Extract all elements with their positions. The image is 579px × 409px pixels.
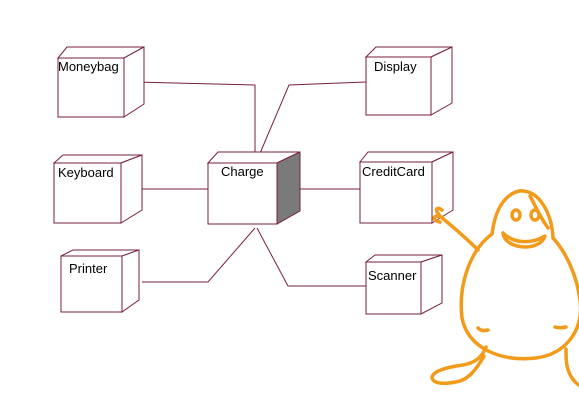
- node-creditcard[interactable]: CreditCard: [358, 151, 454, 224]
- node-label-creditcard: CreditCard: [362, 164, 425, 179]
- connector-scanner-charge: [256, 227, 366, 287]
- node-label-moneybag: Moneybag: [58, 59, 119, 74]
- node-printer[interactable]: Printer: [60, 249, 140, 313]
- node-moneybag[interactable]: Moneybag: [56, 46, 145, 118]
- connector-moneybag-charge: [133, 81, 256, 158]
- connector-printer-charge: [142, 227, 256, 283]
- node-charge[interactable]: Charge: [206, 151, 301, 225]
- orange-pear-mascot-icon: [430, 189, 579, 387]
- node-keyboard[interactable]: Keyboard: [52, 154, 143, 224]
- node-display[interactable]: Display: [364, 46, 453, 116]
- node-label-charge: Charge: [221, 164, 264, 179]
- node-label-display: Display: [374, 59, 417, 74]
- node-label-keyboard: Keyboard: [58, 165, 114, 180]
- connector-display-charge: [257, 81, 367, 159]
- node-scanner[interactable]: Scanner: [364, 254, 443, 315]
- connectors: [132, 81, 367, 287]
- node-label-scanner: Scanner: [368, 268, 417, 283]
- node-label-printer: Printer: [69, 261, 108, 276]
